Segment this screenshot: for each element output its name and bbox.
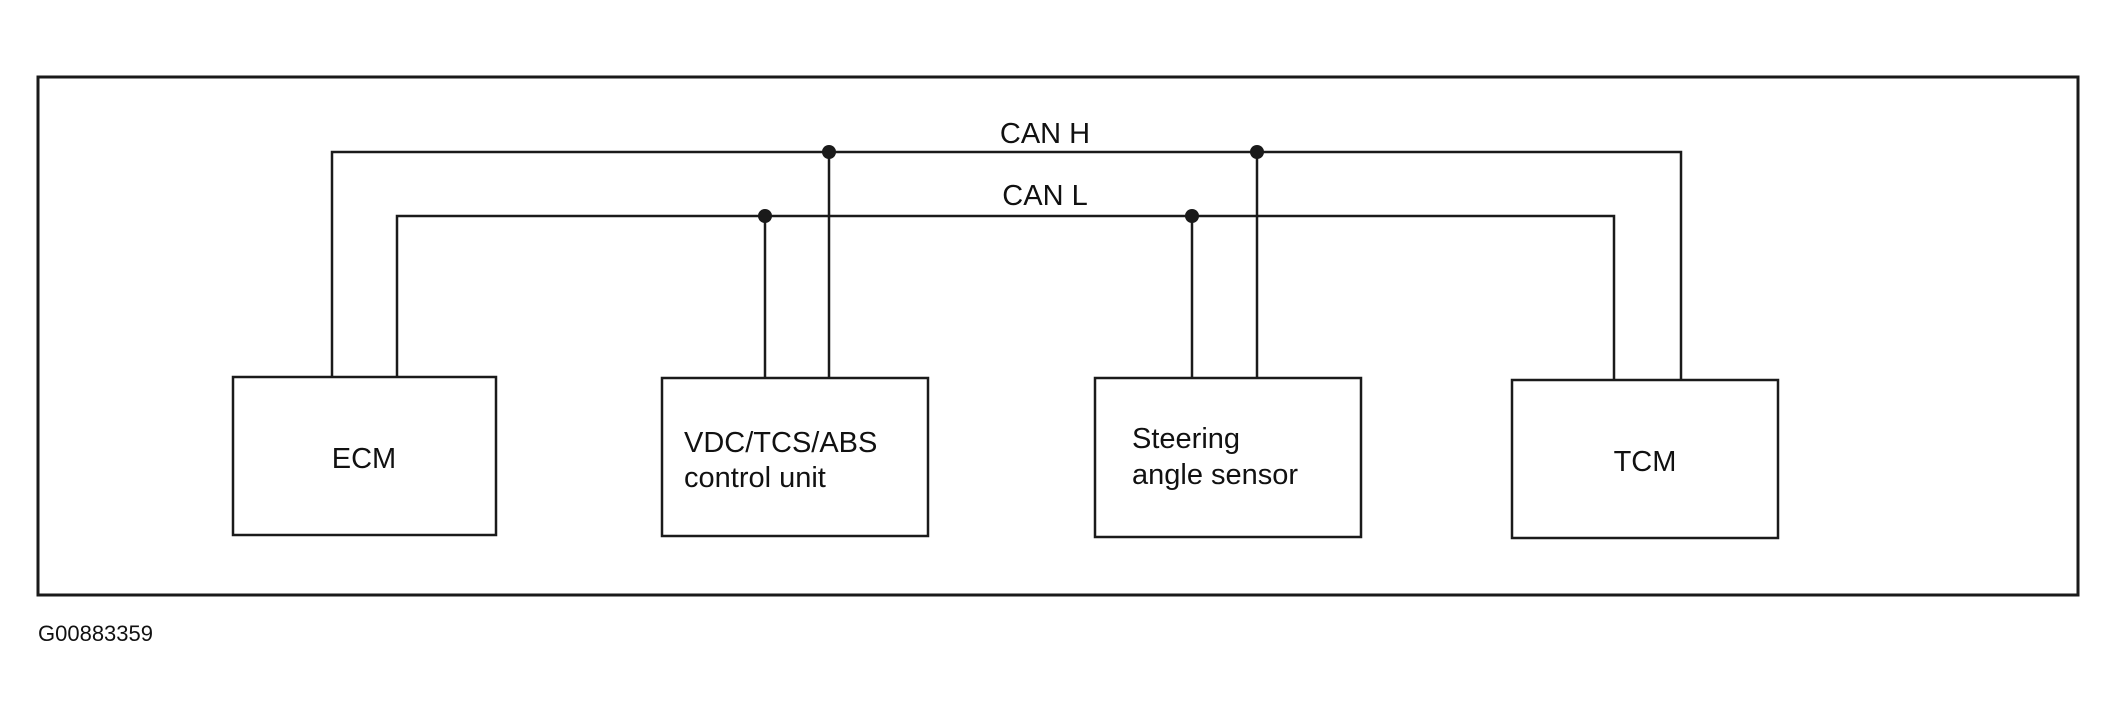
can-l-label: CAN L — [1002, 180, 1087, 212]
vdc-tcs-abs-label-line2: control unit — [684, 462, 826, 494]
steering-label-line1: Steering — [1132, 423, 1240, 455]
junction-node — [822, 145, 836, 159]
junction-node — [1250, 145, 1264, 159]
junction-node — [758, 209, 772, 223]
steering-angle-sensor-unit: Steering angle sensor — [1093, 376, 1363, 539]
steering-angle-sensor-box — [1093, 376, 1363, 539]
tcm-label: TCM — [1614, 446, 1677, 478]
junction-node — [1185, 209, 1199, 223]
can-h-label: CAN H — [1000, 118, 1090, 150]
vdc-tcs-abs-unit: VDC/TCS/ABS control unit — [660, 376, 930, 538]
can-h-bus-line — [330, 150, 1683, 380]
ecm-box — [231, 375, 498, 537]
steering-label-line2: angle sensor — [1132, 459, 1298, 491]
ecm-label: ECM — [332, 443, 396, 475]
ecm-unit: ECM — [231, 375, 498, 537]
vdc-tcs-abs-label-line1: VDC/TCS/ABS — [684, 427, 877, 459]
can-l-bus-line — [395, 214, 1616, 380]
diagram-frame — [36, 75, 2080, 597]
tcm-box — [1510, 378, 1780, 540]
figure-id: G00883359 — [38, 621, 153, 646]
vdc-tcs-abs-box — [660, 376, 930, 538]
tcm-unit: TCM — [1510, 378, 1780, 540]
